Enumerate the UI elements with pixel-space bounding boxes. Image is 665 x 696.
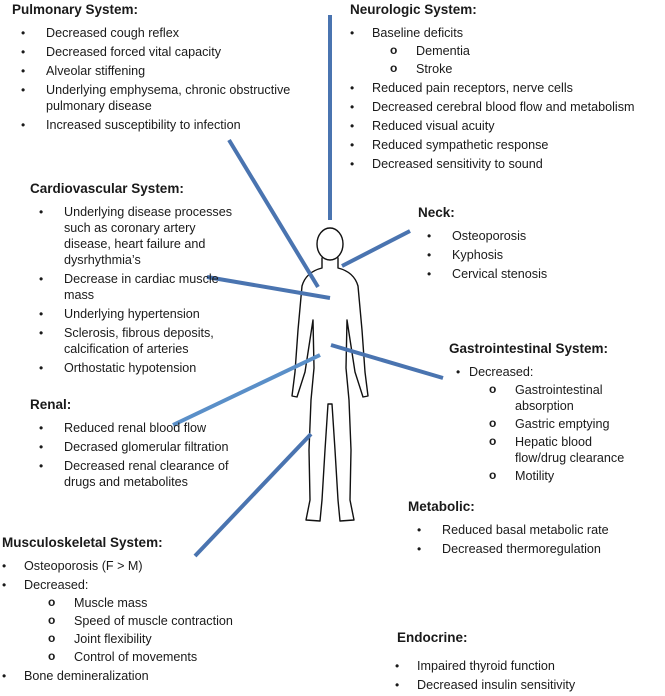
renal-title: Renal:	[30, 397, 72, 412]
cardiovascular-section: Cardiovascular System: Underlying diseas…	[30, 181, 245, 379]
neurologic-item-label: Baseline deficits	[372, 26, 464, 40]
neurologic-item: Decreased sensitivity to sound	[350, 156, 655, 172]
renal-connector	[172, 353, 321, 427]
metabolic-item: Decreased thermoregulation	[408, 541, 663, 557]
metabolic-section: Metabolic: Reduced basal metabolic rate …	[408, 499, 663, 560]
neurologic-subitem: Dementia	[390, 42, 655, 59]
pulmonary-connector	[227, 138, 320, 289]
renal-section: Renal: Reduced renal blood flow Decrased…	[30, 397, 245, 493]
neurologic-item: Reduced visual acuity	[350, 118, 655, 134]
pulmonary-item: Underlying emphysema, chronic obstructiv…	[12, 82, 312, 114]
gastrointestinal-subitem: Gastric emptying	[489, 415, 634, 432]
pulmonary-item: Decreased forced vital capacity	[12, 44, 312, 60]
gastrointestinal-item-label: Decreased:	[469, 365, 534, 379]
musculoskeletal-section: Musculoskeletal System: Osteoporosis (F …	[2, 535, 302, 687]
endocrine-title: Endocrine:	[397, 630, 468, 645]
pulmonary-item: Increased susceptibility to infection	[12, 117, 312, 133]
pulmonary-item: Decreased cough reflex	[12, 25, 312, 41]
cardiovascular-item: Decrease in cardiac muscle mass	[30, 271, 245, 303]
neck-item: Osteoporosis	[418, 228, 618, 244]
pulmonary-item: Alveolar stiffening	[12, 63, 312, 79]
gastrointestinal-title: Gastrointestinal System:	[449, 341, 609, 356]
renal-item: Decreased renal clearance of drugs and m…	[30, 458, 245, 490]
musculoskeletal-item: Decreased: Muscle mass Speed of muscle c…	[2, 577, 302, 665]
musculoskeletal-subitem: Control of movements	[48, 648, 302, 665]
neck-item: Cervical stenosis	[418, 266, 618, 282]
gastrointestinal-item: Decreased: Gastrointestinal absorption G…	[447, 364, 659, 484]
metabolic-item: Reduced basal metabolic rate	[408, 522, 663, 538]
musculoskeletal-item-label: Decreased:	[24, 578, 89, 592]
renal-item: Reduced renal blood flow	[30, 420, 245, 436]
cardiovascular-title: Cardiovascular System:	[30, 181, 184, 196]
cardiovascular-item: Underlying disease processes such as cor…	[30, 204, 245, 268]
gastrointestinal-subitem: Hepatic blood flow/drug clearance	[489, 433, 634, 466]
cardiovascular-item: Orthostatic hypotension	[30, 360, 245, 376]
metabolic-title: Metabolic:	[408, 499, 475, 514]
human-body-outline	[291, 227, 369, 522]
neurologic-item: Baseline deficits Dementia Stroke	[350, 25, 655, 77]
gastrointestinal-subitem: Gastrointestinal absorption	[489, 381, 634, 414]
neurologic-section: Neurologic System: Baseline deficits Dem…	[350, 2, 655, 175]
neck-title: Neck:	[418, 205, 455, 220]
musculoskeletal-item: Bone demineralization	[2, 668, 302, 684]
neurologic-title: Neurologic System:	[350, 2, 477, 17]
musculoskeletal-connector	[193, 432, 313, 558]
neurologic-item: Reduced sympathetic response	[350, 137, 655, 153]
musculoskeletal-item: Osteoporosis (F > M)	[2, 558, 302, 574]
neck-item: Kyphosis	[418, 247, 618, 263]
gastrointestinal-subitem: Motility	[489, 467, 634, 484]
gastrointestinal-section: Gastrointestinal System: Decreased: Gast…	[449, 341, 659, 487]
neck-section: Neck: Osteoporosis Kyphosis Cervical ste…	[418, 205, 618, 285]
neurologic-subitem: Stroke	[390, 60, 655, 77]
cardiovascular-item: Underlying hypertension	[30, 306, 245, 322]
pulmonary-section: Pulmonary System: Decreased cough reflex…	[12, 2, 312, 136]
musculoskeletal-subitem: Speed of muscle contraction	[48, 612, 302, 629]
pulmonary-title: Pulmonary System:	[12, 2, 139, 17]
musculoskeletal-title: Musculoskeletal System:	[2, 535, 163, 550]
neurologic-item: Decreased cerebral blood flow and metabo…	[350, 99, 655, 115]
musculoskeletal-subitem: Muscle mass	[48, 594, 302, 611]
endocrine-item: Decreased insulin sensitivity	[395, 677, 660, 693]
neurologic-item: Reduced pain receptors, nerve cells	[350, 80, 655, 96]
cardiovascular-item: Sclerosis, fibrous deposits, calcificati…	[30, 325, 245, 357]
neck-connector	[341, 229, 411, 268]
endocrine-section: Endocrine: Impaired thyroid function Dec…	[395, 630, 660, 696]
musculoskeletal-subitem: Joint flexibility	[48, 630, 302, 647]
gastrointestinal-connector	[330, 343, 444, 380]
endocrine-item: Impaired thyroid function	[395, 658, 660, 674]
renal-item: Decrased glomerular filtration	[30, 439, 245, 455]
